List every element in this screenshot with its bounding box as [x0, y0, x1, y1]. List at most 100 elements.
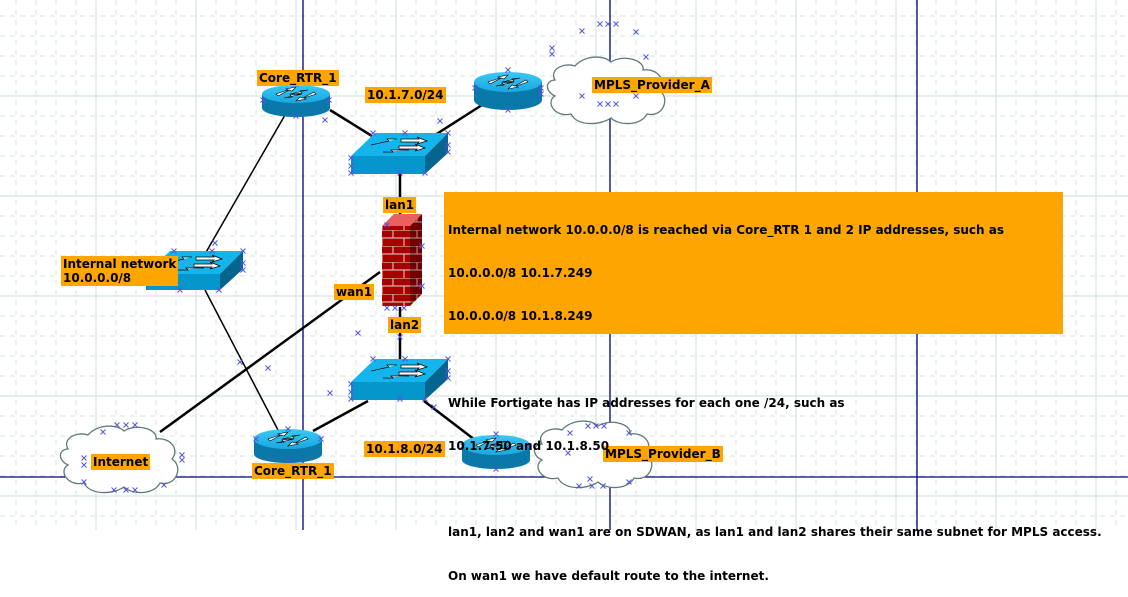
cloud-mpls-b-icon[interactable]	[533, 420, 653, 489]
router-bottom-icon[interactable]	[254, 429, 322, 463]
connection-marker[interactable]	[565, 450, 571, 456]
connection-marker[interactable]	[593, 423, 599, 429]
connection-marker[interactable]	[322, 117, 328, 123]
connection-marker[interactable]	[493, 431, 499, 437]
connection-marker[interactable]	[431, 404, 437, 410]
connection-marker[interactable]	[402, 130, 408, 136]
connection-marker[interactable]	[613, 21, 619, 27]
connection-marker[interactable]	[370, 356, 376, 362]
connection-marker[interactable]	[643, 54, 649, 60]
connection-marker[interactable]	[600, 483, 606, 489]
connection-marker[interactable]	[265, 365, 271, 371]
connection-marker[interactable]	[348, 381, 354, 387]
link-switch-bottom-router-bottom[interactable]	[312, 399, 369, 433]
connection-marker[interactable]	[100, 429, 106, 435]
connection-marker[interactable]	[285, 426, 291, 432]
connection-marker[interactable]	[384, 222, 390, 228]
connection-marker[interactable]	[445, 149, 451, 155]
connection-marker[interactable]	[585, 423, 591, 429]
connection-marker[interactable]	[216, 287, 222, 293]
router-top-icon[interactable]	[262, 85, 330, 117]
connection-marker[interactable]	[445, 142, 451, 148]
connection-marker[interactable]	[626, 430, 632, 436]
connection-marker[interactable]	[437, 118, 443, 124]
connection-marker[interactable]	[445, 130, 451, 136]
connection-marker[interactable]	[253, 436, 259, 442]
connection-marker[interactable]	[402, 356, 408, 362]
connection-marker[interactable]	[384, 305, 390, 311]
connection-marker[interactable]	[348, 396, 354, 402]
connection-marker[interactable]	[538, 85, 544, 91]
connection-marker[interactable]	[114, 422, 120, 428]
link-router-top-switch-top[interactable]	[329, 108, 373, 138]
connection-marker[interactable]	[422, 396, 428, 402]
connection-marker[interactable]	[240, 267, 246, 273]
connection-marker[interactable]	[348, 389, 354, 395]
link-router-top-internal-switch[interactable]	[204, 114, 286, 255]
connection-marker[interactable]	[237, 359, 243, 365]
connection-marker[interactable]	[397, 170, 403, 176]
connection-marker[interactable]	[633, 93, 639, 99]
connection-marker[interactable]	[587, 476, 593, 482]
connection-marker[interactable]	[179, 452, 185, 458]
connection-marker[interactable]	[318, 436, 324, 442]
connection-marker[interactable]	[212, 240, 218, 246]
connection-marker[interactable]	[240, 248, 246, 254]
connection-marker[interactable]	[567, 430, 573, 436]
connection-marker[interactable]	[327, 390, 333, 396]
connection-marker[interactable]	[111, 487, 117, 493]
connection-marker[interactable]	[422, 170, 428, 176]
connection-marker[interactable]	[597, 21, 603, 27]
connection-marker[interactable]	[161, 482, 167, 488]
connection-marker[interactable]	[493, 466, 499, 472]
connection-marker[interactable]	[123, 487, 129, 493]
connection-marker[interactable]	[397, 334, 403, 340]
connection-marker[interactable]	[397, 396, 403, 402]
connection-marker[interactable]	[240, 260, 246, 266]
connection-marker[interactable]	[348, 155, 354, 161]
router-mpls-b-icon[interactable]	[462, 435, 530, 469]
switch-bottom-icon[interactable]	[351, 359, 448, 400]
connection-marker[interactable]	[355, 330, 361, 336]
connection-marker[interactable]	[597, 101, 603, 107]
connection-marker[interactable]	[526, 443, 532, 449]
connection-marker[interactable]	[576, 483, 582, 489]
connection-marker[interactable]	[81, 479, 87, 485]
connection-marker[interactable]	[605, 21, 611, 27]
connection-marker[interactable]	[538, 91, 544, 97]
connection-marker[interactable]	[401, 305, 407, 311]
connection-marker[interactable]	[605, 101, 611, 107]
link-switch-top-router-mpls-a[interactable]	[434, 103, 483, 137]
connection-marker[interactable]	[626, 479, 632, 485]
connection-marker[interactable]	[419, 243, 425, 249]
connection-marker[interactable]	[445, 368, 451, 374]
switch-top-icon[interactable]	[351, 133, 448, 174]
connection-marker[interactable]	[445, 375, 451, 381]
firewall-icon[interactable]	[382, 214, 422, 306]
connection-marker[interactable]	[460, 443, 466, 449]
connection-marker[interactable]	[260, 97, 266, 103]
connection-marker[interactable]	[348, 170, 354, 176]
connection-marker[interactable]	[326, 97, 332, 103]
connection-marker[interactable]	[549, 45, 555, 51]
connection-marker[interactable]	[601, 423, 607, 429]
connection-marker[interactable]	[505, 107, 511, 113]
connection-marker[interactable]	[579, 93, 585, 99]
connection-marker[interactable]	[589, 483, 595, 489]
connection-marker[interactable]	[472, 85, 478, 91]
connection-marker[interactable]	[370, 130, 376, 136]
connection-marker[interactable]	[348, 163, 354, 169]
connection-marker[interactable]	[505, 67, 511, 73]
connection-marker[interactable]	[179, 457, 185, 463]
connection-marker[interactable]	[293, 113, 299, 119]
router-mpls-a-icon[interactable]	[474, 72, 542, 110]
connection-marker[interactable]	[392, 305, 398, 311]
connection-marker[interactable]	[549, 51, 555, 57]
connection-marker[interactable]	[132, 487, 138, 493]
connection-marker[interactable]	[123, 422, 129, 428]
connection-marker[interactable]	[633, 29, 639, 35]
connection-marker[interactable]	[613, 101, 619, 107]
connection-marker[interactable]	[419, 283, 425, 289]
connection-marker[interactable]	[177, 287, 183, 293]
connection-marker[interactable]	[81, 462, 87, 468]
